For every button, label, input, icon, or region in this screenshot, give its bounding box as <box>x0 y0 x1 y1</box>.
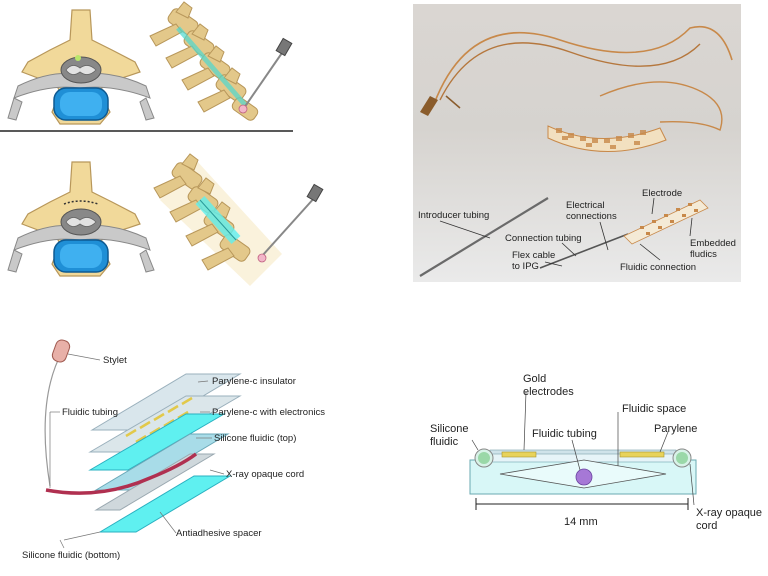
introducer-tubing <box>419 197 549 277</box>
layer-silicone-top <box>88 413 226 471</box>
vertebra-cross-section-top <box>7 9 155 125</box>
spine-side-view-bottom <box>153 153 324 286</box>
fluidic-tubing-circle <box>575 468 593 486</box>
fluidic-tubing <box>45 452 198 495</box>
vertebra-cross-section-bottom <box>7 161 155 277</box>
label-connection-tubing: Connection tubing <box>505 233 582 244</box>
label-flex-cable-2: to IPG <box>512 261 539 272</box>
label-xray-opaque-cord-2: cord <box>696 520 717 532</box>
label-xray-cord: X-ray opaque cord <box>226 469 304 480</box>
label-embedded-fluidics-1: Embedded <box>690 238 736 249</box>
label-gold-electrodes-2: electrodes <box>523 386 574 398</box>
label-silicone-fluidic-1: Silicone <box>430 423 469 435</box>
stylet-handle <box>51 339 71 363</box>
layer-silicone-bottom <box>98 475 232 533</box>
label-flex-cable-1: Flex cable <box>512 250 555 261</box>
label-fluidic-space: Fluidic space <box>622 403 686 415</box>
gold-electrode-2 <box>619 451 665 458</box>
label-xray-opaque-cord-1: X-ray opaque <box>696 507 762 519</box>
spine-side-view-top <box>149 1 293 121</box>
label-gold-electrodes-1: Gold <box>523 373 546 385</box>
label-fluidic-tubing: Fluidic tubing <box>62 407 118 418</box>
gold-electrode-1 <box>501 451 537 458</box>
label-silicone-bottom: Silicone fluidic (bottom) <box>22 550 120 561</box>
label-silicone-fluidic-2: fluidic <box>430 436 459 448</box>
device-photo-panel: Introducer tubing Electrical connections… <box>413 4 741 282</box>
label-electrical-connections-1: Electrical <box>566 200 605 211</box>
label-parylene-insulator: Parylene-c insulator <box>212 376 296 387</box>
label-width-14mm: 14 mm <box>564 516 598 528</box>
label-embedded-fluidics-2: fludics <box>690 249 717 260</box>
cross-section-panel: Gold electrodes Fluidic space Silicone f… <box>430 373 762 532</box>
layer-cord-region <box>94 433 230 491</box>
label-stylet: Stylet <box>103 355 127 366</box>
label-fluidic-tubing-cross: Fluidic tubing <box>532 428 597 440</box>
exploded-view-panel: Stylet Parylene-c insulator Fluidic tubi… <box>22 339 325 561</box>
label-electrode: Electrode <box>642 188 682 199</box>
label-parylene-electronics: Parylene-c with electronics <box>212 407 325 418</box>
label-electrical-connections-2: connections <box>566 211 617 222</box>
label-antiadhesive-spacer: Antiadhesive spacer <box>176 528 262 539</box>
label-parylene: Parylene <box>654 423 697 435</box>
label-fluidic-connection: Fluidic connection <box>620 262 696 273</box>
electrode-array <box>623 199 709 245</box>
dimension-bar <box>475 498 689 510</box>
label-silicone-top: Silicone fluidic (top) <box>214 433 296 444</box>
label-introducer-tubing: Introducer tubing <box>418 210 489 221</box>
anatomy-panel <box>0 1 324 286</box>
